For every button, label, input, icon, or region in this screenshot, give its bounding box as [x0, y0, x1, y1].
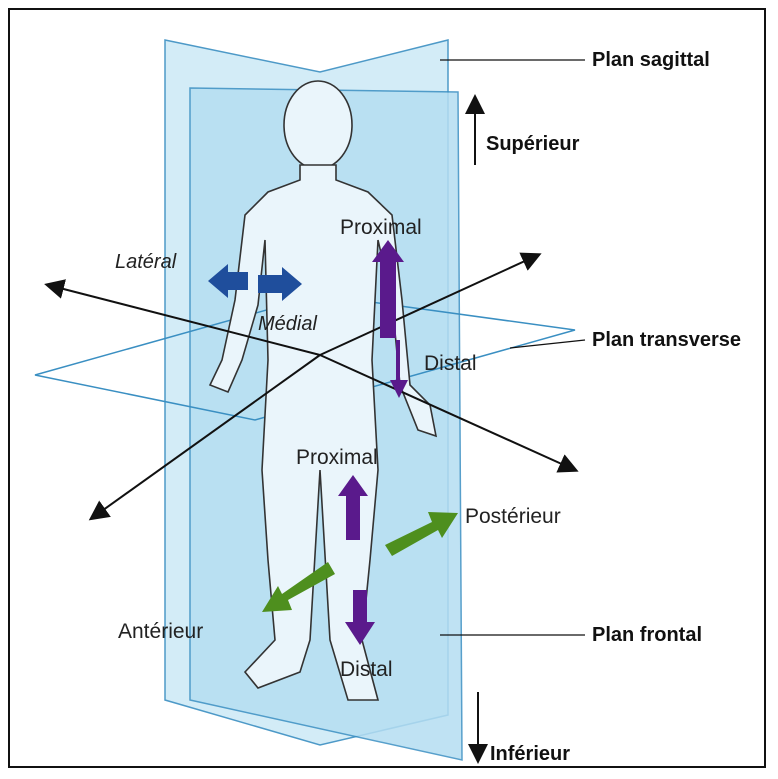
lateral-label: Latéral: [115, 251, 177, 273]
inferior-label: Inférieur: [490, 743, 570, 765]
superior-label: Supérieur: [486, 133, 580, 155]
sagittal-plane-label: Plan sagittal: [592, 49, 710, 71]
frontal-plane-label: Plan frontal: [592, 624, 702, 646]
arm-distal-label: Distal: [424, 352, 477, 375]
leg-proximal-label: Proximal: [296, 446, 378, 469]
posterior-label: Postérieur: [465, 505, 561, 528]
arm-proximal-label: Proximal: [340, 216, 422, 239]
transverse-plane-label: Plan transverse: [592, 329, 741, 351]
leg-distal-label: Distal: [340, 658, 393, 681]
medial-label: Médial: [258, 313, 317, 335]
transverse-leader-line: [510, 340, 585, 348]
anterior-label: Antérieur: [118, 620, 203, 643]
